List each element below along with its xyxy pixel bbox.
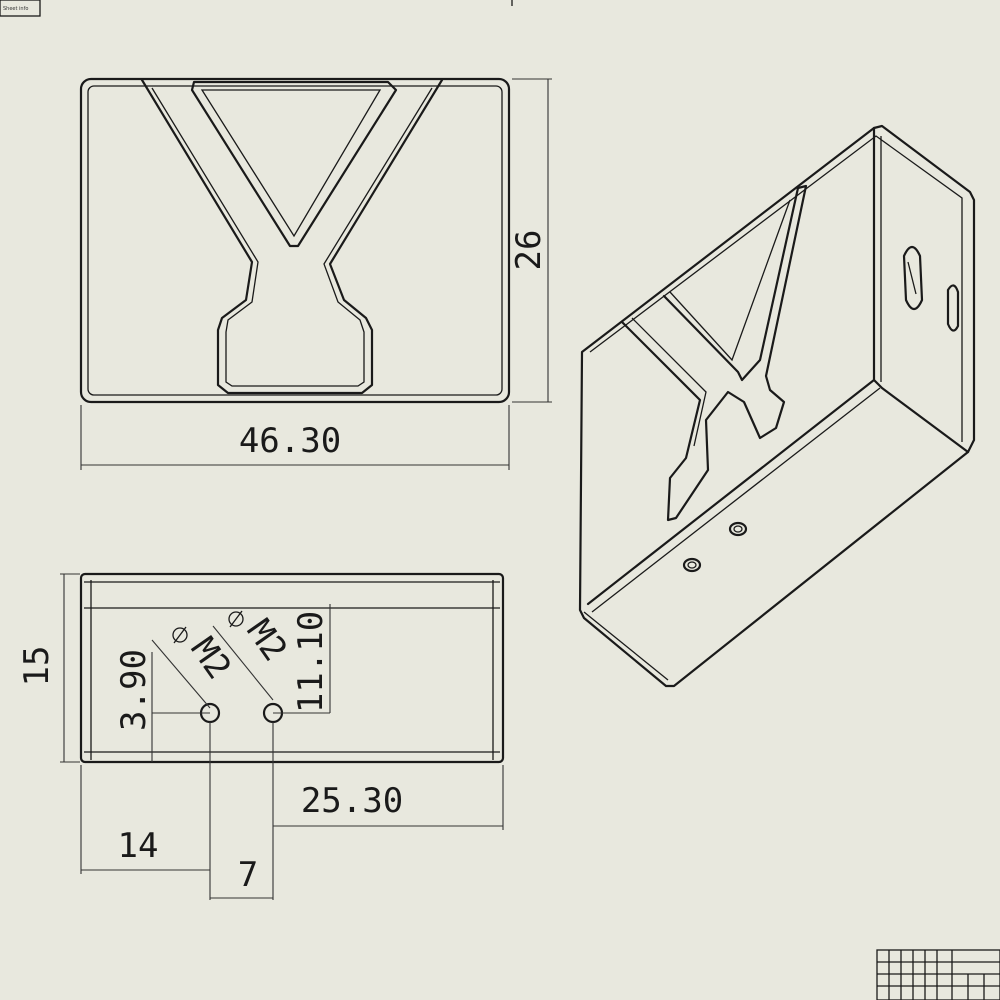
thread-label-m2-1: M2	[183, 630, 239, 686]
iso-outline	[578, 124, 976, 688]
dim-height-15: 15	[17, 646, 57, 687]
iso-hole-2	[682, 557, 702, 573]
sheet-corner-tag: Sheet info	[0, 0, 41, 17]
top-view-outline	[79, 77, 511, 404]
diameter-symbol-1	[172, 627, 188, 643]
iso-y-slot	[620, 184, 808, 522]
dim-hole-spacing-11-10: 11.10	[291, 611, 331, 713]
diameter-symbol-2	[228, 611, 244, 627]
dim-hole-offset-25-30: 25.30	[301, 781, 403, 821]
front-view: M2 M2 15 3.90 11.10 25.30 14 7	[17, 572, 505, 900]
dim-width-46-30: 46.30	[239, 421, 341, 461]
iso-side-slot-1	[902, 245, 924, 311]
iso-side-slot-2	[946, 284, 960, 332]
isometric-view	[578, 124, 976, 688]
y-slot-outline	[140, 78, 444, 395]
y-slot-inner-triangle	[190, 80, 398, 248]
thread-label-m2-2: M2	[239, 612, 295, 668]
front-view-outline	[79, 572, 505, 764]
dim-hole-height-3-90: 3.90	[114, 649, 154, 731]
dim-hole-pitch-7: 7	[238, 855, 258, 895]
dim-height-26: 26	[509, 230, 549, 271]
dim-hole-offset-14: 14	[118, 826, 159, 866]
title-block	[876, 949, 1000, 1000]
corner-tag-text: Sheet info	[3, 6, 28, 12]
top-view: 46.30 26	[79, 77, 552, 470]
top-view-inner-edge	[87, 85, 503, 396]
iso-hole-1	[728, 521, 748, 537]
